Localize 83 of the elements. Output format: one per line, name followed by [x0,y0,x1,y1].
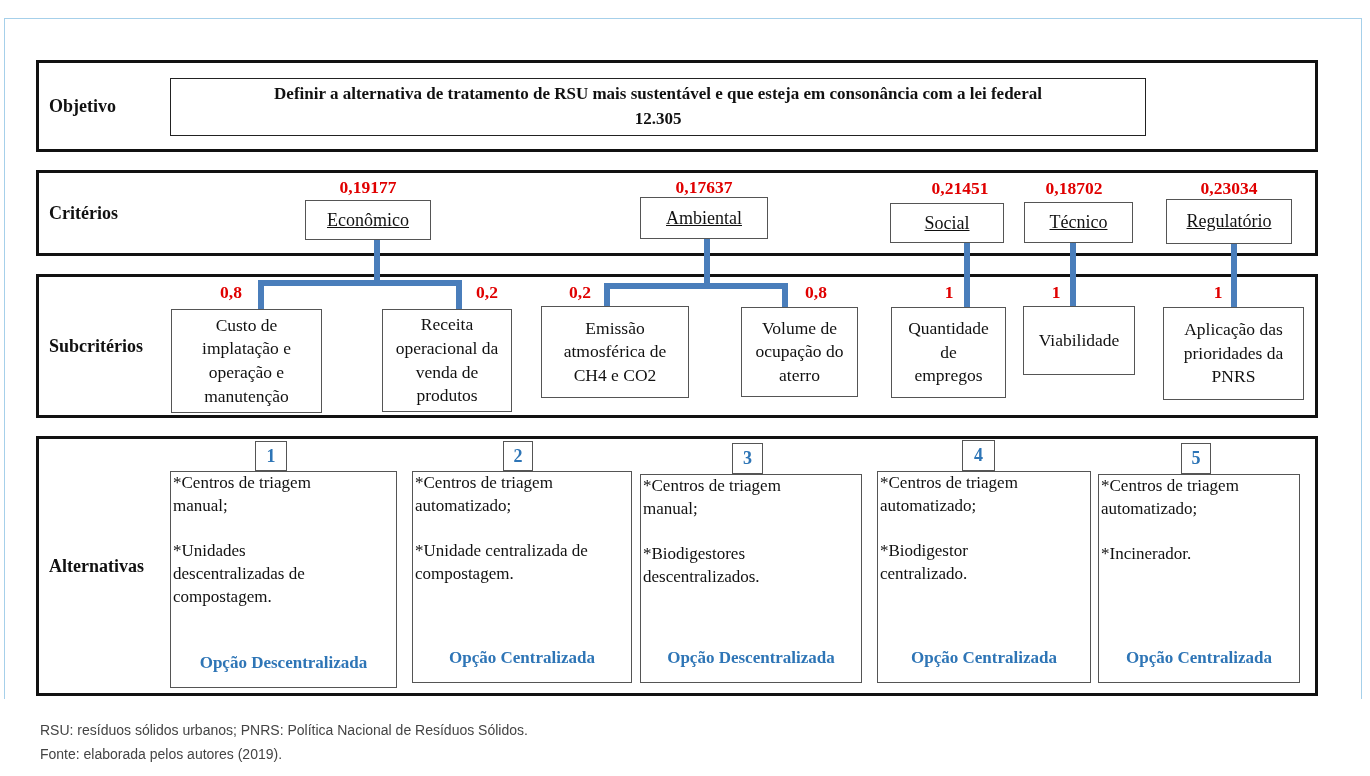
connector-line [964,243,970,307]
criterion-label: Ambiental [666,207,742,229]
alternative-box [877,471,1091,683]
criterion-label: Social [924,212,970,234]
alternative-box [412,471,632,683]
alternative-box [170,471,397,688]
number-box [962,440,995,471]
alternative-item: *Centros de triagem manual; [172,472,312,517]
weight-value: 0,17637 [675,177,733,198]
objective-text: Definir a alternativa de tratamento de RSU mais sustentável e que esteja em consonância com a lei federal 12.305 [273,83,1043,130]
section-band [36,60,1318,152]
weight-value: 1 [1213,282,1223,303]
number-box [732,443,763,474]
objective-box [170,78,1146,136]
alternative-item: *Centros de triagem automatizado; [1100,475,1240,520]
number-box [255,441,287,471]
alternative-box [640,474,862,683]
weight-value: 0,8 [805,282,827,303]
weight-value: 0,8 [220,282,242,303]
weight-value: 0,21451 [931,178,989,199]
subcriterion-box [1163,307,1304,400]
criterion-box [640,197,768,239]
option-number: 5 [1191,448,1201,469]
weight-value: 0,18702 [1045,178,1103,199]
subcriterion-label: Receita operacional da venda de produtos [394,313,500,408]
alternative-item: *Centros de triagem manual; [642,475,782,520]
alternative-box [1098,474,1300,683]
criterion-box [1024,202,1133,243]
subcriterion-label: Viabilidade [1038,328,1120,352]
source-note: Fonte: elaborada pelos autores (2019). [40,746,283,762]
option-type-label: Opção Centralizada [448,648,596,668]
option-number: 2 [513,445,523,467]
criterion-label: Econômico [327,209,409,231]
criterion-box [1166,199,1292,244]
subcriterion-label: Aplicação das prioridades da PNRS [1182,318,1285,389]
subcriterion-box [741,307,858,397]
subcriterion-box [171,309,322,413]
option-number: 1 [266,445,276,467]
section-band [36,274,1318,418]
caption: RSU: resíduos sólidos urbanos; PNRS: Política Nacional de Resíduos Sólidos. [40,722,528,738]
subcriterion-label: Emissão atmosférica de CH4 e CO2 [562,316,668,387]
connector-line [704,239,788,307]
row-label: Subcritérios [49,335,143,357]
subcriterion-box [891,307,1006,398]
section-band [36,436,1318,696]
subcriterion-box [382,309,512,412]
alternative-item: *Incinerador. [1100,542,1193,565]
number-box [1181,443,1211,474]
subcriterion-label: Volume de ocupação do aterro [754,316,845,387]
option-type-label: Opção Centralizada [1125,648,1273,668]
criterion-box [305,200,431,240]
row-label: Objetivo [49,95,116,117]
option-type-label: Opção Descentralizada [198,653,369,673]
weight-value: 0,2 [569,282,591,303]
alternative-item: *Unidade centralizada de compostagem. [414,539,589,585]
alternative-item: *Biodigestores descentralizados. [642,542,761,588]
weight-value: 0,23034 [1200,178,1258,199]
weight-value: 0,19177 [339,177,397,198]
option-type-label: Opção Descentralizada [666,648,836,668]
alternative-item: *Unidades descentralizadas de compostagem. [172,539,306,608]
weight-value: 1 [944,282,954,303]
option-number: 3 [743,448,752,469]
subcriterion-label: Quantidade de empregos [907,317,990,388]
subcriterion-box [1023,306,1135,375]
criterion-label: Técnico [1049,212,1108,233]
criterion-box [890,203,1004,243]
connector-line [374,240,462,309]
alternative-item: *Centros de triagem automatizado; [414,472,554,517]
subcriterion-label: Custo de implatação e operação e manutenção [201,313,292,408]
criterion-label: Regulatório [1186,211,1272,232]
section-band [36,170,1318,256]
number-box [503,441,533,471]
connector-line [1231,244,1237,307]
row-label: Alternativas [49,555,144,577]
weight-value: 0,2 [476,282,498,303]
subcriterion-box [541,306,689,398]
row-label: Critérios [49,202,118,224]
weight-value: 1 [1051,282,1061,303]
option-number: 4 [974,445,983,466]
alternative-item: *Centros de triagem automatizado; [879,472,1019,517]
alternative-item: *Biodigestor centralizado. [879,539,969,585]
connector-line [1070,243,1076,306]
option-type-label: Opção Centralizada [910,648,1058,668]
